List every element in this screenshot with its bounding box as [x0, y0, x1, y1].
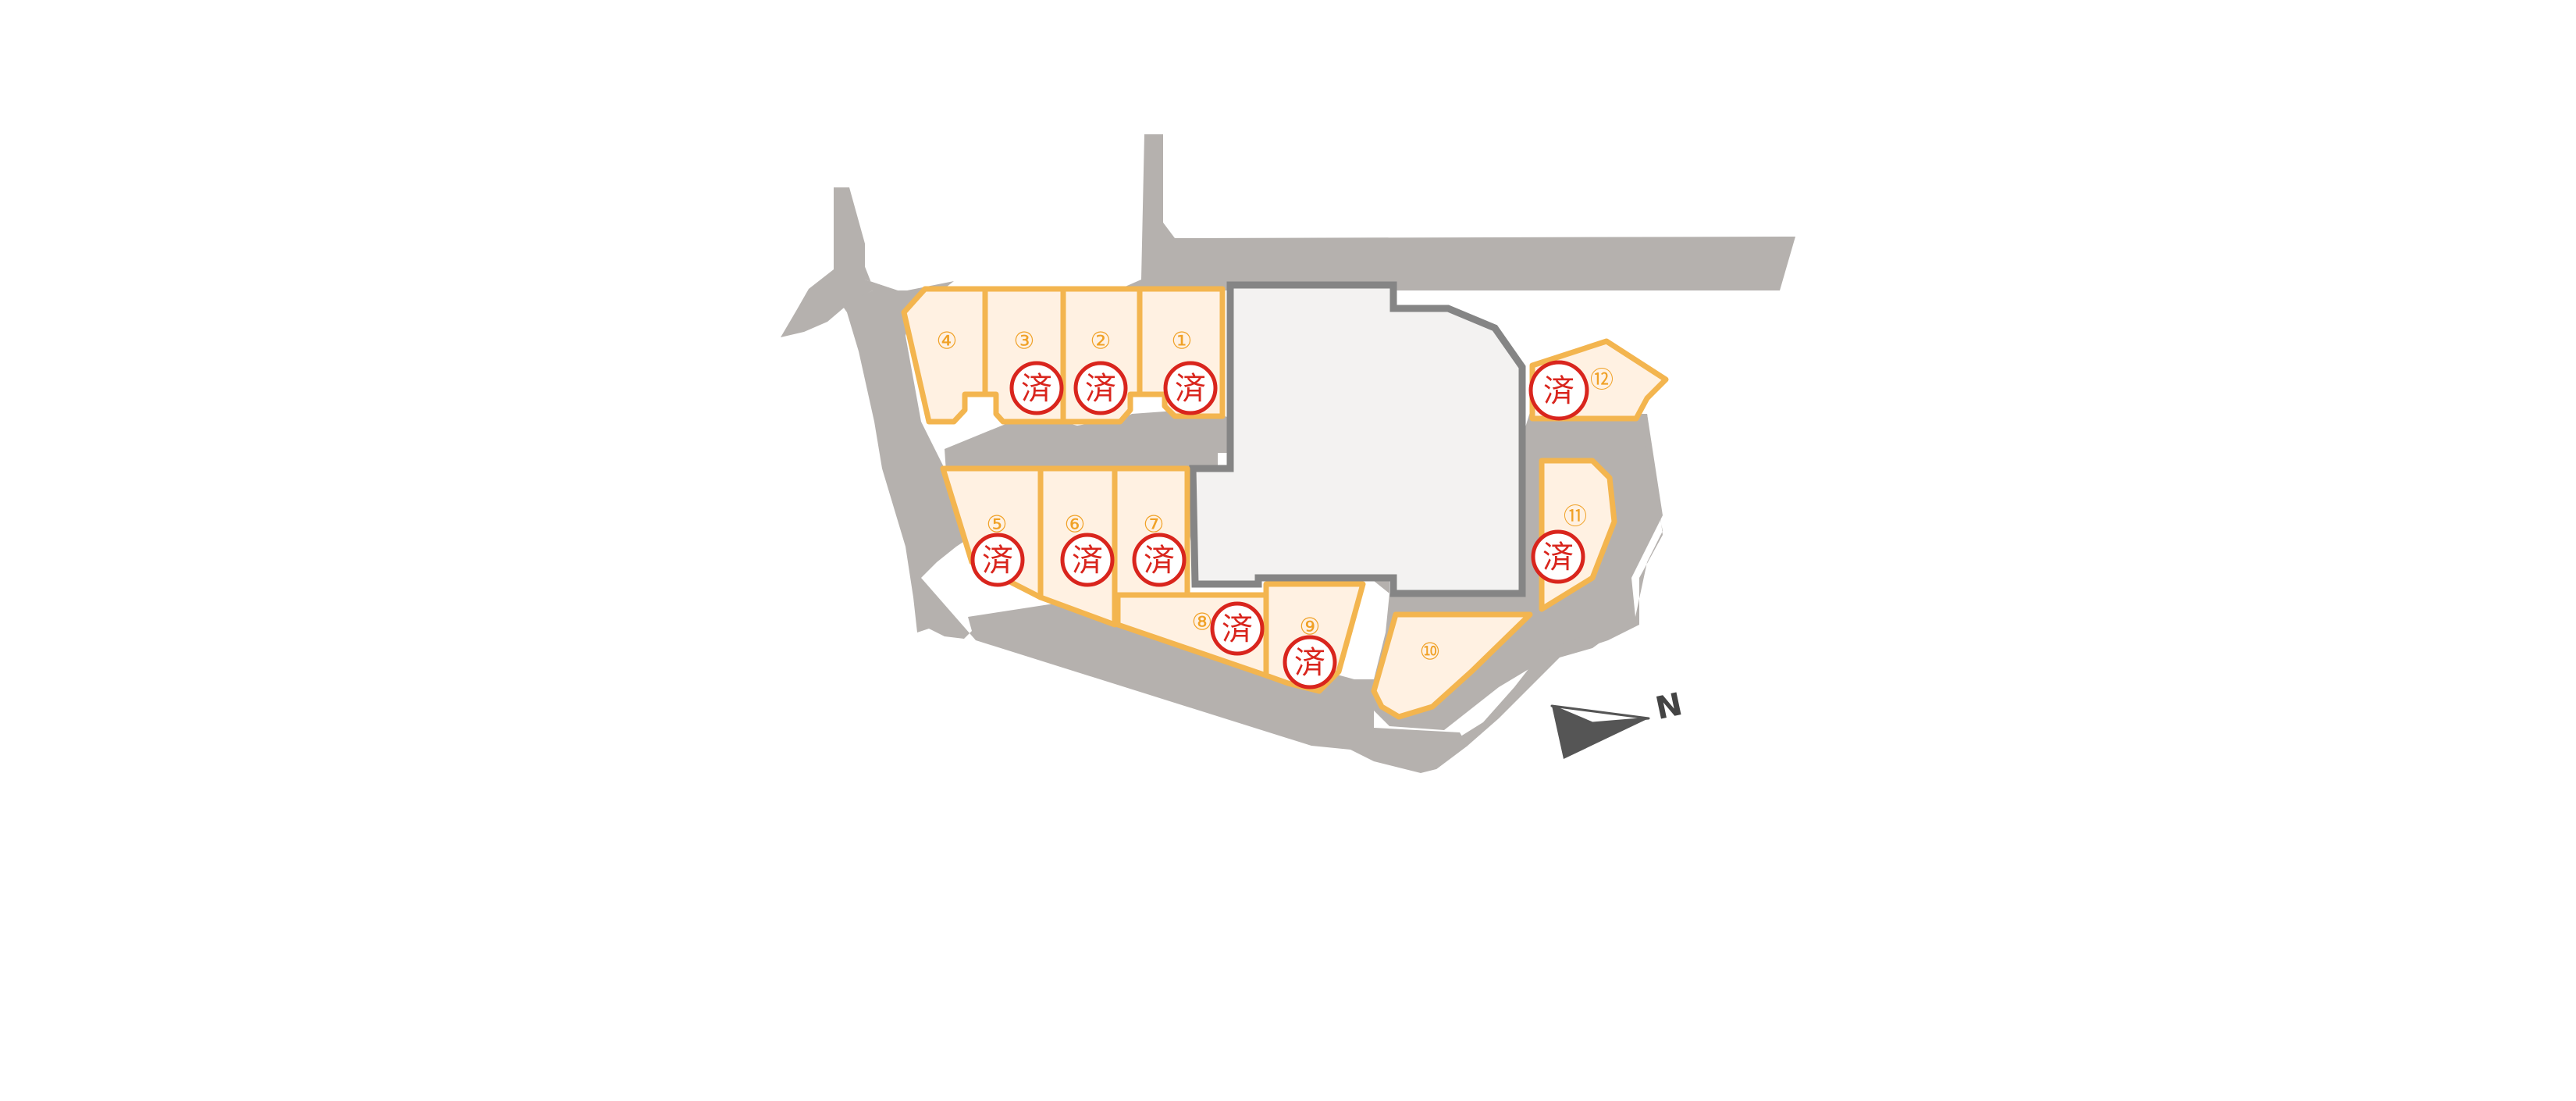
lot-7-sold-stamp-icon [1132, 533, 1187, 587]
lot-6-sold-stamp-icon [1060, 533, 1115, 587]
lot-10-parcel[interactable] [1371, 611, 1533, 720]
lot-12-marker[interactable]: ⑫済 [1528, 360, 1614, 421]
lot-2-sold-mark: 済 [1085, 371, 1116, 407]
road-west-diagonal [841, 281, 1468, 773]
lot-4-number: ④ [937, 328, 958, 355]
lot-10-marker[interactable]: ⑩ [1420, 639, 1441, 666]
lot-4-marker[interactable]: ④ [937, 328, 958, 355]
lot-6-sold-mark: 済 [1072, 543, 1103, 579]
lot-3-marker[interactable]: ③済 [1009, 328, 1064, 415]
lot-5-marker[interactable]: ⑤済 [970, 511, 1025, 587]
lot-5-sold-stamp-icon [970, 533, 1025, 587]
road-central [945, 406, 1241, 484]
lot-2-marker[interactable]: ②済 [1073, 328, 1128, 415]
lot-11-marker[interactable]: ⑪済 [1531, 504, 1587, 584]
lot-9-sold-mark: 済 [1294, 645, 1325, 681]
lot-5-sold-mark: 済 [982, 543, 1013, 579]
lot-12-sold-stamp-icon [1528, 360, 1589, 421]
lot-2-number: ② [1091, 328, 1112, 355]
lot-1-sold-mark: 済 [1175, 371, 1206, 407]
lot-2-sold-stamp-icon [1073, 361, 1128, 415]
lot-7-sold-mark: 済 [1144, 543, 1175, 579]
lot-11-sold-stamp-icon [1531, 529, 1585, 584]
lot-12-number: ⑫ [1590, 367, 1614, 394]
road-west [781, 187, 925, 337]
lot-8-number: ⑧ [1192, 609, 1213, 636]
lot-3-number: ③ [1014, 328, 1035, 355]
lot-8-sold-stamp-icon [1210, 601, 1265, 656]
lot-3-sold-mark: 済 [1021, 371, 1052, 407]
north-arrow: N [1550, 686, 1685, 759]
lot-9-marker[interactable]: ⑨済 [1283, 614, 1337, 689]
common-area [1189, 281, 1526, 597]
north-arrow-white-half [1550, 704, 1650, 725]
lot-3-sold-stamp-icon [1009, 361, 1064, 415]
lot-1-number: ① [1172, 328, 1193, 355]
lot-11-number: ⑪ [1564, 504, 1587, 531]
lot-1-marker[interactable]: ①済 [1163, 328, 1218, 415]
lot-11-sold-mark: 済 [1542, 540, 1574, 575]
lot-8-sold-mark: 済 [1222, 611, 1253, 647]
lot-6-marker[interactable]: ⑥済 [1060, 511, 1115, 587]
lot-10-number: ⑩ [1420, 639, 1441, 666]
lot-1-sold-stamp-icon [1163, 361, 1218, 415]
lot-9-sold-stamp-icon [1283, 635, 1337, 689]
north-label: N [1653, 686, 1685, 727]
lot-7-marker[interactable]: ⑦済 [1132, 511, 1187, 587]
road-north-strip [834, 134, 1795, 290]
lot-12-sold-mark: 済 [1543, 373, 1574, 409]
